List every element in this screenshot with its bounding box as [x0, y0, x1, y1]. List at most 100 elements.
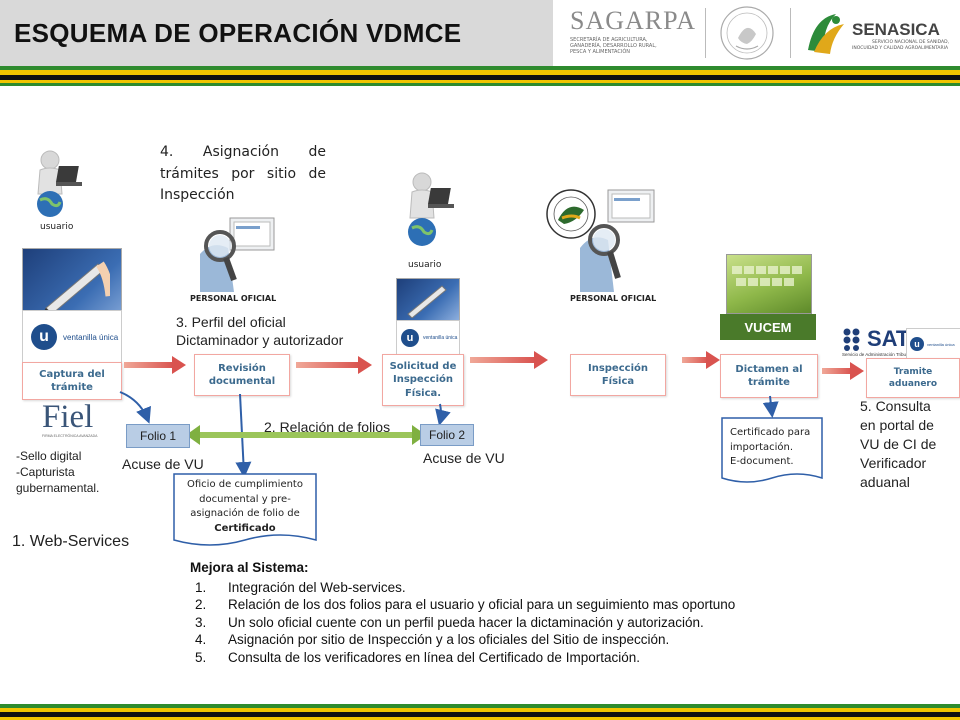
solicitud-inspeccion-box: Solicitud de Inspección Física. — [382, 354, 464, 406]
solicitud-line-2: Inspección — [392, 374, 453, 386]
keyboard-icon — [732, 266, 802, 286]
step4-text: 4. Asignación de trámites por sitio de I… — [160, 144, 326, 204]
tramite-line-1: Tramite — [893, 366, 933, 377]
consulta-line-4: Verificador — [860, 455, 927, 471]
ventanilla-u-icon-3: u — [910, 337, 924, 351]
dictamen-tramite-box: Dictamen al trámite — [720, 354, 818, 398]
sagarpa-logo: SAGARPA SECRETARÍA DE AGRICULTURA, GANAD… — [570, 6, 700, 64]
footer-stripe-black — [0, 712, 960, 717]
consulta-line-5: aduanal — [860, 474, 910, 490]
folio2-box: Folio 2 — [420, 424, 474, 446]
captura-tramite-box: Captura del trámite — [22, 362, 122, 400]
consulta-line-1: 5. Consulta — [860, 398, 931, 414]
solicitud-line-1: Solicitud de — [389, 360, 457, 372]
pen-icon-2 — [407, 285, 447, 318]
ventanilla-u-icon: u — [31, 324, 57, 350]
red-arrow-3 — [470, 351, 548, 369]
ventanilla-label-3: ventanilla única — [927, 341, 955, 347]
fiel-notes: -Sello digital -Capturista gubernamental… — [16, 448, 99, 496]
tramite-line-2: aduanero — [888, 379, 938, 389]
certificado-line-3: E-document. — [730, 456, 794, 467]
revision-line-1: Revisión — [218, 362, 266, 374]
oficio-line-1: Oficio de cumplimiento — [187, 479, 303, 490]
sagarpa-subtitle-1: SECRETARÍA DE AGRICULTURA, — [570, 37, 648, 43]
ventanilla-label-2: ventanilla única — [423, 335, 458, 341]
fiel-subtitle: FIRMA ELECTRÓNICA AVANZADA — [42, 434, 98, 438]
revision-line-2: documental — [208, 376, 276, 387]
stripe-green-2 — [0, 83, 960, 86]
consulta-text: 5. Consulta en portal de VU de CI de Ver… — [860, 397, 936, 492]
certificado-document-shape — [721, 417, 823, 483]
senasica-subtitle-1: SERVICIO NACIONAL DE SANIDAD, — [872, 40, 949, 45]
solicitud-line-3: Física. — [404, 387, 442, 399]
oficio-line-3: asignación de folio de — [190, 508, 300, 519]
stripe-yellow-2 — [0, 80, 960, 83]
relacion-folios-arrow — [186, 425, 426, 445]
ventanilla-logo-1: u ventanilla única — [22, 310, 122, 364]
acuse-label-1: Acuse de VU — [122, 456, 204, 472]
ventanilla-u-icon-2: u — [401, 329, 419, 347]
sagarpa-subtitle-3: PESCA Y ALIMENTACIÓN — [570, 49, 631, 55]
official-magnifier-icon-2 — [580, 189, 655, 292]
acuse-label-2: Acuse de VU — [423, 450, 505, 466]
stripe-yellow — [0, 70, 960, 75]
footer-stripe-yellow — [0, 708, 960, 712]
tramite-aduanero-box: Tramite aduanero — [866, 358, 960, 398]
step3-text-1: 3. Perfil del oficial — [176, 314, 286, 330]
connector-solicitud-folio2 — [435, 403, 451, 426]
consulta-line-2: en portal de — [860, 417, 934, 433]
senasica-emblem-icon — [808, 14, 844, 54]
page-title: ESQUEMA DE OPERACIÓN VDMCE — [14, 18, 462, 48]
sat-wordmark: SAT — [867, 326, 910, 351]
footer-stripe-green — [0, 704, 960, 708]
senasica-subtitle-2: INOCUIDAD Y CALIDAD AGROALIMENTARIA — [852, 46, 949, 51]
personal-oficial-label-1: PERSONAL OFICIAL — [190, 294, 277, 303]
step3-text-2: Dictaminador y autorizador — [176, 332, 344, 348]
inspeccion-line-1: Inspección — [587, 362, 648, 374]
senasica-seal-icon — [546, 189, 596, 239]
red-arrow-1 — [124, 356, 186, 374]
relacion-folios-label: 2. Relación de folios — [264, 419, 391, 435]
mejora-list: Integración del Web-services. Relación d… — [190, 579, 820, 667]
title-band — [0, 0, 553, 66]
sagarpa-subtitle-2: GANADERÍA, DESARROLLO RURAL, — [570, 43, 657, 49]
certificado-document-text: Certificado para importación. E-document… — [730, 426, 822, 470]
mejora-item: Relación de los dos folios para el usuar… — [210, 596, 820, 614]
oficio-document-text: Oficio de cumplimiento documental y pre-… — [176, 478, 314, 536]
revision-documental-box: Revisión documental — [194, 354, 290, 396]
oficio-line-4: Certificado — [214, 522, 276, 534]
fiel-logo: Fiel FIRMA ELECTRÓNICA AVANZADA — [42, 400, 102, 442]
ventanilla-logo-2: u ventanilla única — [396, 320, 460, 356]
footer-stripe-yellow-2 — [0, 717, 960, 720]
mejora-section: Mejora al Sistema: Integración del Web-s… — [190, 559, 820, 666]
red-arrow-4 — [682, 351, 720, 369]
user-computer-icon — [37, 150, 82, 217]
captura-line-2: trámite — [51, 382, 93, 393]
consulta-line-3: VU de CI de — [860, 436, 937, 452]
connector-captura-folio1 — [119, 391, 151, 424]
fiel-wordmark: Fiel — [42, 399, 94, 435]
connector-dictamen-certificado — [762, 395, 779, 418]
oficio-document-shape — [173, 473, 317, 546]
fiel-note-1: -Sello digital — [16, 449, 82, 463]
captura-line-1: Captura del — [39, 368, 105, 380]
inspeccion-line-2: Física — [601, 376, 635, 387]
fiel-note-2: -Capturista — [16, 465, 75, 479]
red-arrow-5 — [822, 362, 864, 380]
mejora-item: Integración del Web-services. — [210, 579, 820, 597]
fiel-note-3: gubernamental. — [16, 481, 100, 495]
inspeccion-fisica-box: Inspección Física — [570, 354, 666, 396]
certificado-line-1: Certificado para — [730, 427, 811, 438]
user-computer-icon-2 — [408, 172, 454, 246]
senasica-wordmark: SENASICA — [852, 20, 940, 39]
mexico-seal-icon — [720, 6, 774, 60]
dictamen-line-1: Dictamen al — [735, 363, 803, 375]
mejora-heading: Mejora al Sistema: — [190, 560, 309, 575]
stripe-black — [0, 75, 960, 80]
vucem-label: VUCEM — [744, 319, 792, 335]
personal-oficial-label-2: PERSONAL OFICIAL — [570, 294, 657, 303]
mejora-item: Un solo oficial cuente con un perfil pue… — [210, 614, 820, 632]
dictamen-line-2: trámite — [748, 377, 790, 388]
usuario-label-2: usuario — [408, 260, 442, 270]
